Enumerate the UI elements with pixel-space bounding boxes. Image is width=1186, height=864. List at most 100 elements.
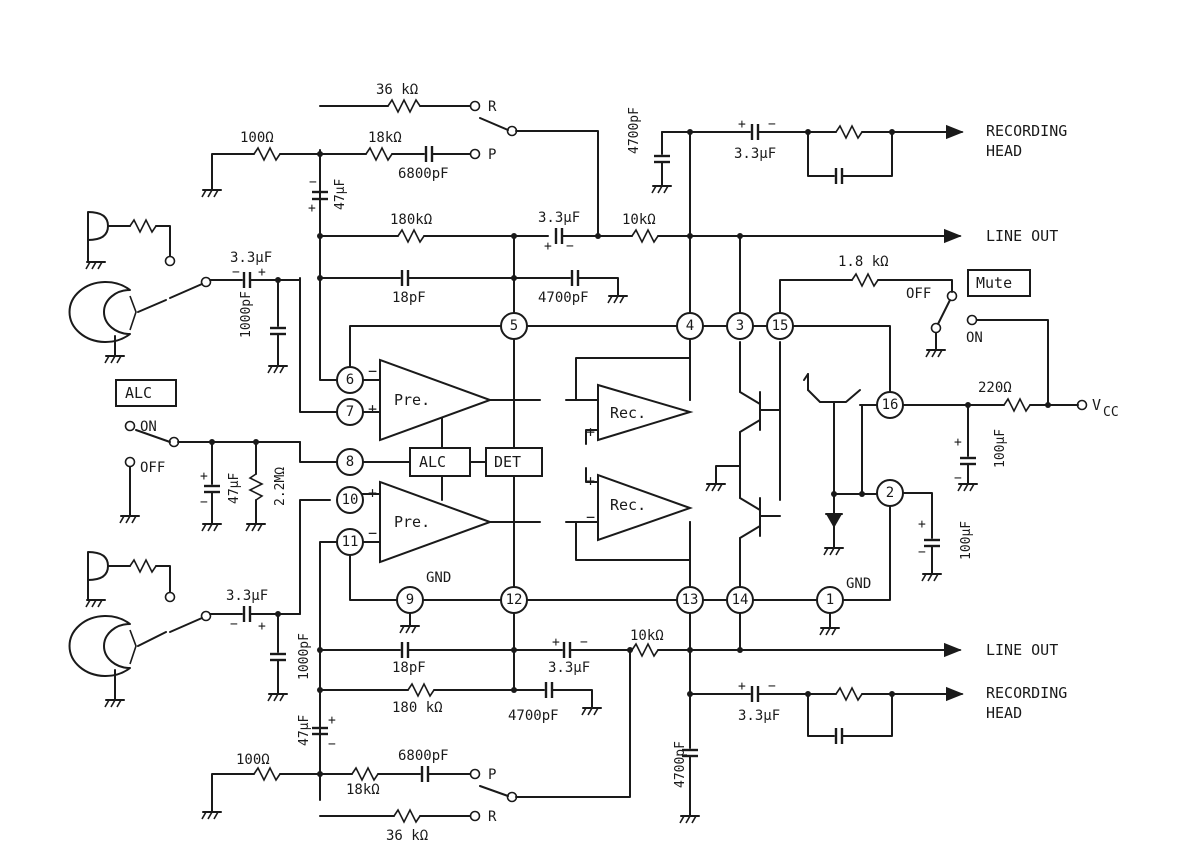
alc-switch[interactable]: ALC ON OFF + − 47μF 2.2MΩ [115,379,338,532]
svg-text:+: + [552,635,560,650]
svg-text:+: + [200,469,208,484]
svg-text:−: − [566,239,574,254]
pin-5: 5 [500,312,528,340]
output-transistors [705,341,781,651]
svg-text:10kΩ: 10kΩ [622,212,656,228]
svg-text:+: + [328,713,336,728]
svg-text:−: − [368,524,377,542]
mute-switch[interactable]: Mute [967,269,1031,297]
mic-input-bottom: 3.3μF − + 1000pF [68,551,312,708]
svg-text:10: 10 [342,492,359,508]
svg-text:4: 4 [686,318,694,334]
svg-text:−: − [586,508,595,526]
svg-text:Pre.: Pre. [394,391,430,409]
gnd-label-pin9: GND [426,570,451,586]
svg-text:−: − [768,117,776,132]
rec-amp-bottom: Rec. + − [586,472,694,542]
pin-1: 1 [816,586,844,614]
svg-text:18pF: 18pF [392,660,426,676]
svg-text:1000pF: 1000pF [239,291,254,338]
svg-text:CC: CC [1103,405,1119,420]
svg-text:−: − [586,391,595,409]
svg-text:ALC: ALC [419,453,446,471]
svg-text:Rec.: Rec. [610,496,646,514]
svg-text:6800pF: 6800pF [398,748,449,764]
pin-14: 14 [726,586,754,614]
pin-12: 12 [500,586,528,614]
svg-text:2: 2 [886,485,894,501]
bottom-feedback-network: + − 18pF 3.3μF 10kΩ 180 kΩ 4700pF + − 47… [201,612,964,844]
det-block: DET [485,447,543,477]
regulator [803,373,877,556]
svg-text:2.2MΩ: 2.2MΩ [273,467,288,506]
ic-pins: 6 7 8 10 11 5 4 3 15 16 2 9 12 13 14 1 [336,312,904,614]
pin-11: 11 [336,528,364,556]
pin-7: 7 [336,398,364,426]
svg-text:100Ω: 100Ω [236,752,270,768]
svg-text:4700pF: 4700pF [508,708,559,724]
svg-text:3.3μF: 3.3μF [230,250,272,266]
svg-text:+: + [586,423,595,441]
svg-text:OFF: OFF [140,460,165,476]
svg-text:DET: DET [494,453,521,471]
svg-text:47μF: 47μF [227,473,242,504]
pin-9: 9 [396,586,424,614]
pre-amp-top: Pre. − + [368,358,493,442]
recording-head-bottom-label-2: HEAD [986,704,1022,722]
svg-text:1.8 kΩ: 1.8 kΩ [838,254,889,270]
svg-text:10kΩ: 10kΩ [630,628,664,644]
svg-text:−: − [768,679,776,694]
svg-text:3: 3 [736,318,744,334]
svg-text:−: − [368,362,377,380]
recording-head-bottom-label: RECORDING [986,684,1067,702]
svg-text:18kΩ: 18kΩ [368,130,402,146]
svg-text:3.3μF: 3.3μF [734,146,776,162]
svg-text:4700pF: 4700pF [538,290,589,306]
svg-text:180kΩ: 180kΩ [390,212,432,228]
svg-text:+: + [368,400,377,418]
svg-text:47μF: 47μF [333,179,348,210]
svg-text:6: 6 [346,372,354,388]
svg-text:100Ω: 100Ω [240,130,274,146]
svg-text:−: − [918,545,926,560]
pin-10: 10 [336,486,364,514]
svg-text:+: + [258,265,266,280]
recording-head-top-label-2: HEAD [986,142,1022,160]
svg-text:9: 9 [406,592,414,608]
svg-text:P: P [488,147,496,163]
pin-2: 2 [876,479,904,507]
svg-text:−: − [232,265,240,280]
pin-13: 13 [676,586,704,614]
svg-text:+: + [918,517,926,532]
svg-text:+: + [738,679,746,694]
svg-text:+: + [738,117,746,132]
svg-text:14: 14 [732,592,749,608]
svg-text:4700pF: 4700pF [627,107,642,154]
alc-block: ALC [409,447,471,477]
svg-text:−: − [954,471,962,486]
svg-text:Rec.: Rec. [610,404,646,422]
svg-text:3.3μF: 3.3μF [538,210,580,226]
svg-text:12: 12 [506,592,523,608]
svg-text:100μF: 100μF [993,429,1008,468]
svg-text:36 kΩ: 36 kΩ [376,82,418,98]
recording-head-top-label: RECORDING [986,122,1067,140]
svg-text:OFF: OFF [906,286,931,302]
svg-text:+: + [544,239,552,254]
mute-supply: 1.8 kΩ OFF ON V CC 220Ω + − 100μF + − 10… [779,254,1119,582]
svg-text:V: V [1092,396,1101,414]
svg-text:8: 8 [346,454,354,470]
svg-text:−: − [309,175,317,190]
svg-text:+: + [308,201,316,216]
svg-text:ALC: ALC [125,384,152,402]
svg-text:36 kΩ: 36 kΩ [386,828,428,844]
svg-text:P: P [488,767,496,783]
svg-text:ON: ON [140,419,157,435]
svg-text:ON: ON [966,330,983,346]
svg-text:18kΩ: 18kΩ [346,782,380,798]
svg-text:180 kΩ: 180 kΩ [392,700,443,716]
gnd-label-pin1: GND [846,576,871,592]
pin-15: 15 [766,312,794,340]
svg-text:Mute: Mute [976,274,1012,292]
